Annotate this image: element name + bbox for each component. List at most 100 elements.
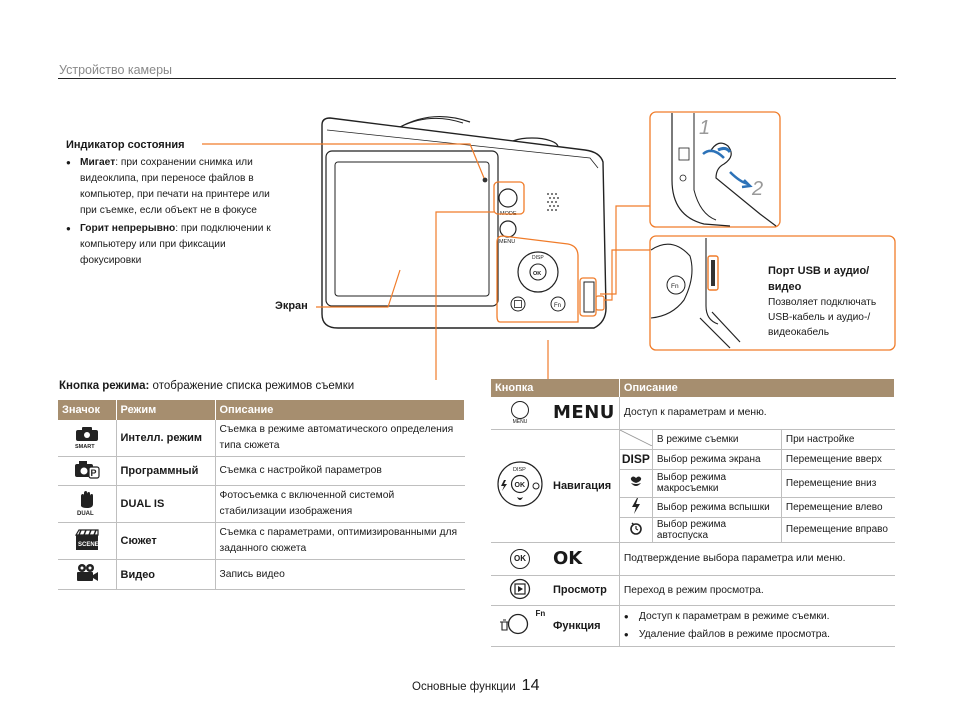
- function-name: Функция: [549, 605, 620, 647]
- menu-button-name: MENU: [549, 397, 620, 430]
- playback-button-icon: [491, 575, 549, 606]
- nav-shoot: Выбор режима макросъемки: [652, 469, 782, 498]
- button-col-desc: Описание: [619, 379, 896, 397]
- mode-desc: Съемка с параметрами, оптимизированными …: [214, 522, 465, 560]
- svg-text:SMART: SMART: [75, 444, 95, 449]
- nav-subtable: В режиме съемки При настройке DISP Выбор…: [619, 429, 895, 542]
- smart-auto-icon: SMART: [58, 420, 116, 457]
- mode-button-title-rest: отображение списка режимов съемки: [149, 380, 355, 392]
- screen-label: Экран: [275, 300, 308, 312]
- table-row: DUAL DUAL IS Фотосъемка с включенной сис…: [58, 485, 465, 523]
- camera-illustration: MODE MENU OK DISP Fn 1 2 Fn: [202, 111, 896, 380]
- mode-col-desc: Описание: [215, 400, 465, 420]
- mode-name: DUAL IS: [115, 485, 215, 523]
- table-row: Просмотр Переход в режим просмотра.: [491, 575, 895, 606]
- nav-setup: Перемещение вправо: [785, 524, 888, 535]
- function-button-icon: Fn: [491, 605, 549, 647]
- program-icon: P: [58, 456, 116, 486]
- usb-inset-fn-label: Fn: [671, 283, 679, 290]
- nav-dial-icon: OK DISP: [491, 429, 549, 543]
- table-row: MENU MENU Доступ к параметрам и меню.: [491, 397, 895, 430]
- button-col-button: Кнопка: [491, 379, 620, 397]
- menu-button-icon-label: MENU: [512, 418, 528, 425]
- usb-callout: Порт USB и аудио/ видео Позволяет подклю…: [768, 263, 893, 340]
- camera-fn-label: Fn: [554, 303, 561, 309]
- mode-col-mode: Режим: [116, 400, 216, 420]
- ok-button-icon: OK: [491, 542, 549, 576]
- table-row: Выбор режима вспышки Перемещение влево: [619, 497, 895, 518]
- page-number: 14: [521, 677, 540, 694]
- status-blink-text: : при сохранении снимка или видеоклипа, …: [80, 157, 270, 216]
- status-steady-item: Горит непрерывно: при подключении к комп…: [66, 221, 281, 269]
- status-indicator-list: Мигает: при сохранении снимка или видеок…: [66, 155, 281, 269]
- mode-desc: Съемка с настройкой параметров: [214, 456, 465, 486]
- function-icon-label: Fn: [535, 609, 546, 618]
- dual-is-icon: DUAL: [58, 485, 116, 523]
- nav-dial-disp: DISP: [513, 467, 526, 473]
- function-desc: Доступ к параметрам в режиме съемки. Уда…: [618, 605, 895, 647]
- nav-col-shoot: В режиме съемки: [652, 429, 782, 450]
- nav-diagonal: [619, 429, 653, 450]
- nav-shoot: Выбор режима вспышки: [652, 497, 782, 518]
- svg-text:P: P: [90, 468, 96, 478]
- table-row: DISP Выбор режима экрана Перемещение вве…: [619, 449, 895, 470]
- nav-dial-ok: OK: [515, 482, 526, 489]
- svg-text:SCENE: SCENE: [78, 542, 99, 548]
- nav-subtable-header: В режиме съемки При настройке: [619, 429, 895, 450]
- button-table-header: Кнопка Описание: [491, 379, 896, 397]
- mode-desc: Запись видео: [214, 559, 465, 590]
- table-row: SCENE Сюжет Съемка с параметрами, оптими…: [58, 522, 465, 560]
- disp-icon-label: DISP: [621, 452, 650, 466]
- menu-word: MENU: [553, 402, 615, 424]
- nav-setup: Перемещение вверх: [781, 449, 895, 470]
- table-row: OK DISP Навигация В режиме съемки При нас…: [491, 429, 895, 543]
- mode-name: Программный: [115, 456, 215, 486]
- scene-icon: SCENE: [58, 522, 116, 560]
- nav-setup: Перемещение вниз: [781, 469, 895, 498]
- table-row: OK OK Подтверждение выбора параметра или…: [491, 542, 895, 576]
- macro-icon: [619, 469, 653, 498]
- mode-col-icon: Значок: [58, 400, 117, 420]
- nav-subtable-cell: В режиме съемки При настройке DISP Выбор…: [618, 429, 895, 543]
- menu-button-desc: Доступ к параметрам и меню.: [618, 397, 895, 430]
- function-list: Доступ к параметрам в режиме съемки. Уда…: [624, 608, 891, 644]
- mode-table-header: Значок Режим Описание: [58, 400, 465, 420]
- table-row: Выбор режима автоспуска Перемещение впра…: [619, 517, 895, 542]
- status-blink-term: Мигает: [80, 157, 116, 168]
- mode-table: Значок Режим Описание SMART Интелл. режи…: [58, 400, 465, 590]
- ok-word: OK: [553, 548, 583, 569]
- svg-text:DUAL: DUAL: [77, 511, 94, 516]
- mode-button-title: Кнопка режима: отображение списка режимо…: [59, 380, 354, 392]
- mode-button-title-bold: Кнопка режима:: [59, 380, 150, 392]
- section-rule: [58, 78, 896, 79]
- function-item: Удаление файлов в режиме просмотра.: [624, 626, 891, 644]
- status-indicator-callout: Индикатор состояния Мигает: при сохранен…: [66, 137, 281, 269]
- playback-name: Просмотр: [549, 575, 620, 606]
- status-steady-term: Горит непрерывно: [80, 223, 176, 234]
- nav-shoot: Выбор режима автоспуска: [652, 517, 782, 542]
- ok-button-icon-label: OK: [510, 548, 530, 569]
- strap-step-2: 2: [751, 178, 763, 200]
- video-icon: [58, 559, 116, 590]
- table-row: Fn Функция Доступ к параметрам в режиме …: [491, 605, 895, 647]
- nav-shoot: Выбор режима экрана: [652, 449, 782, 470]
- mode-desc: Фотосъемка с включенной системой стабили…: [214, 485, 465, 523]
- menu-button-icon: MENU: [491, 397, 549, 430]
- nav-name: Навигация: [549, 429, 620, 543]
- status-blink-item: Мигает: при сохранении снимка или видеок…: [66, 155, 281, 219]
- camera-menu-label: MENU: [499, 239, 515, 245]
- usb-text: Позволяет подключать USB-кабель и аудио-…: [768, 297, 877, 338]
- timer-icon: [619, 517, 653, 542]
- mode-name: Сюжет: [115, 522, 215, 560]
- strap-step-1: 1: [699, 117, 710, 139]
- mode-desc: Съемка в режиме автоматического определе…: [214, 420, 465, 457]
- playback-desc: Переход в режим просмотра.: [618, 575, 895, 606]
- status-indicator-heading: Индикатор состояния: [66, 139, 185, 151]
- ok-button-name: OK: [549, 542, 620, 576]
- button-table: Кнопка Описание MENU MENU Доступ к парам…: [491, 379, 896, 647]
- camera-ok-label: OK: [533, 271, 541, 277]
- table-row: SMART Интелл. режим Съемка в режиме авто…: [58, 420, 465, 457]
- table-row: Видео Запись видео: [58, 559, 465, 590]
- ok-button-desc: Подтверждение выбора параметра или меню.: [618, 542, 895, 576]
